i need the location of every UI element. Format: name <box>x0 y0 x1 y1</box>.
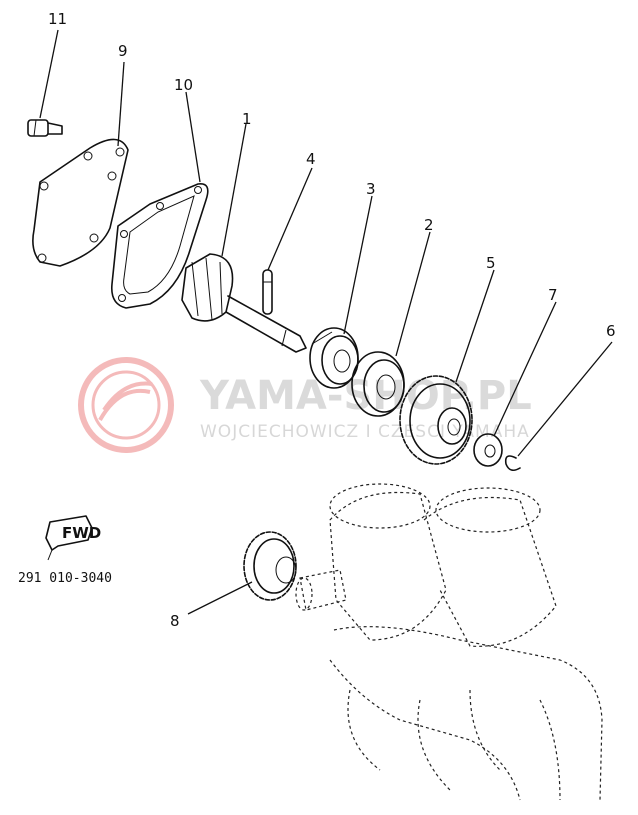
leader-7 <box>493 301 557 437</box>
gear-part-5 <box>399 375 473 465</box>
leader-8 <box>187 581 253 615</box>
callout-3: 3 <box>366 180 376 198</box>
leader-5 <box>455 269 495 383</box>
watermark-tagline: WOJCIECHOWICZ I CZESCI YAMAHA <box>200 422 530 442</box>
leader-2 <box>395 231 431 357</box>
leader-4 <box>267 167 313 271</box>
crankshaft-outline <box>295 483 603 801</box>
bearing-part-2 <box>351 351 405 417</box>
callout-1: 1 <box>242 110 252 128</box>
callout-2: 2 <box>424 216 434 234</box>
part-code: 291 010-3040 <box>18 571 112 586</box>
leader-10 <box>185 91 201 183</box>
leader-1 <box>221 123 247 257</box>
callout-4: 4 <box>306 150 316 168</box>
callout-8: 8 <box>170 612 180 630</box>
pin-part-4 <box>262 269 273 315</box>
leader-11 <box>39 29 59 119</box>
impeller-shaft-part-1 <box>181 253 307 353</box>
circlip-part-6 <box>504 455 521 472</box>
fwd-label: FWD <box>62 524 101 542</box>
callout-10: 10 <box>174 76 193 94</box>
bearing-part-3 <box>309 327 359 389</box>
watermark-logo <box>78 357 174 453</box>
leader-6 <box>517 341 613 457</box>
leader-3 <box>343 195 373 335</box>
drive-gear-part-8 <box>243 531 297 601</box>
callout-9: 9 <box>118 42 128 60</box>
callout-11: 11 <box>48 10 67 28</box>
bolt-part-11 <box>27 119 63 137</box>
cover-part-9 <box>32 138 129 267</box>
leader-9 <box>117 61 125 147</box>
callout-6: 6 <box>606 322 616 340</box>
callout-5: 5 <box>486 254 496 272</box>
gasket-part-10 <box>110 183 209 309</box>
callout-7: 7 <box>548 286 558 304</box>
washer-part-7 <box>473 433 503 467</box>
fwd-arrow-icon <box>45 515 93 561</box>
